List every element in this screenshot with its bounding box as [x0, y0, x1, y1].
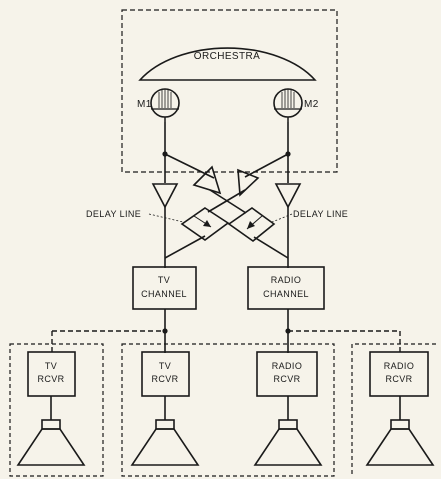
microphone-m2-label: M2: [304, 99, 319, 110]
tv-channel-box: [132, 266, 197, 310]
receiver-2-line2: RCVR: [151, 374, 178, 384]
delay-line-right-label: DELAY LINE: [293, 209, 348, 219]
orchestra-label: ORCHESTRA: [194, 51, 260, 62]
amplifier-cross-left-icon: [192, 165, 222, 195]
radio-channel-line2: CHANNEL: [263, 289, 309, 299]
speaker-4-icon: [365, 419, 435, 466]
home-rooms: [9, 343, 436, 477]
receiver-1-line1: TV: [45, 361, 57, 371]
delay-box-right-icon: [227, 207, 276, 243]
radio-channel-line1: RADIO: [271, 275, 302, 285]
tv-channel-line2: CHANNEL: [141, 289, 187, 299]
delay-line-left-label: DELAY LINE: [86, 209, 141, 219]
speaker-1-icon: [16, 419, 86, 466]
amplifier-cross-right-icon: [237, 168, 260, 197]
microphone-m2-icon: [273, 88, 303, 122]
amplifier-left-icon: [151, 183, 179, 209]
receiver-2-line1: TV: [159, 361, 171, 371]
delay-line-left-leader: [148, 213, 184, 223]
speaker-3-icon: [253, 419, 323, 466]
receiver-3-line1: RADIO: [272, 361, 303, 371]
delay-box-left-icon: [180, 207, 230, 241]
radio-channel-box: [247, 266, 325, 310]
studio-box: [121, 9, 338, 173]
mic-feed-lines: [162, 122, 291, 183]
microphone-m1-icon: [150, 88, 180, 122]
receiver-3-box: [256, 351, 318, 397]
receiver-3-line2: RCVR: [273, 374, 300, 384]
receiver-4-line2: RCVR: [385, 374, 412, 384]
tv-channel-line1: TV: [158, 275, 170, 285]
orchestra-stage: [138, 47, 317, 81]
receiver-4-box: [369, 351, 429, 397]
delay-line-right-leader: [271, 213, 293, 223]
receiver-4-line1: RADIO: [384, 361, 415, 371]
cross-feed-lines: [164, 189, 289, 268]
receiver-1-line2: RCVR: [37, 374, 64, 384]
amplifier-right-icon: [274, 183, 302, 209]
speaker-2-icon: [130, 419, 200, 466]
microphone-m1-label: M1: [137, 99, 152, 110]
broadcast-paths: [51, 309, 401, 353]
